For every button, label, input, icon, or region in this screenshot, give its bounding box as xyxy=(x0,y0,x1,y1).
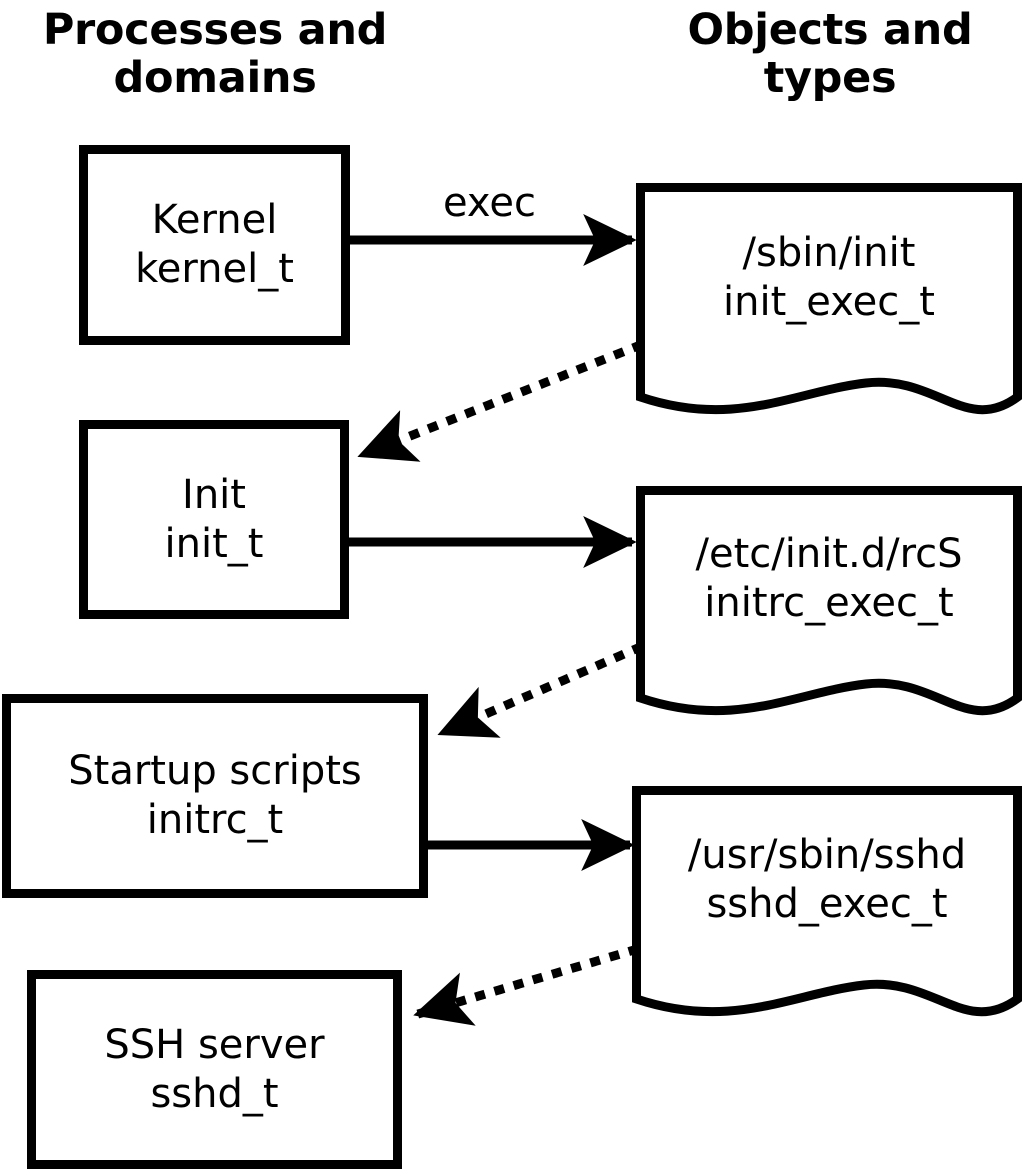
column-header-processes: Processes and domains xyxy=(35,6,395,102)
process-box-kernel[interactable]: Kernel kernel_t xyxy=(79,145,350,345)
object-doc-initrc-exec[interactable]: /etc/init.d/rcS initrc_exec_t xyxy=(636,486,1022,728)
column-header-processes-line1: Processes xyxy=(42,5,283,55)
column-header-objects-line2: types xyxy=(763,53,897,104)
process-box-ssh-server[interactable]: SSH server sshd_t xyxy=(27,970,402,1169)
process-initrc-name: Startup scripts xyxy=(68,748,362,795)
process-box-init[interactable]: Init init_t xyxy=(79,420,349,619)
process-box-startup-scripts[interactable]: Startup scripts initrc_t xyxy=(2,694,428,898)
process-init-name: Init xyxy=(182,471,246,518)
column-header-processes-line2: and domains xyxy=(113,5,388,104)
edge-init-exec-to-init xyxy=(356,340,644,462)
object-doc-sshd-exec[interactable]: /usr/sbin/sshd sshd_exec_t xyxy=(632,786,1022,1030)
process-initrc-type: initrc_t xyxy=(146,797,284,843)
edge-initrc-exec-to-initrc xyxy=(436,642,644,739)
process-sshd-type: sshd_t xyxy=(150,1070,279,1117)
process-kernel-type: kernel_t xyxy=(135,246,294,292)
process-sshd-name: SSH server xyxy=(104,1021,325,1068)
edge-label-exec: exec xyxy=(443,180,536,226)
column-header-objects-line1: Objects and xyxy=(687,5,973,55)
process-init-type: init_t xyxy=(164,520,264,567)
edge-sshd-exec-to-sshd xyxy=(412,944,640,1026)
column-header-objects: Objects and types xyxy=(650,6,1010,102)
object-doc-init-exec[interactable]: /sbin/init init_exec_t xyxy=(636,183,1022,428)
process-kernel-name: Kernel xyxy=(151,197,278,244)
